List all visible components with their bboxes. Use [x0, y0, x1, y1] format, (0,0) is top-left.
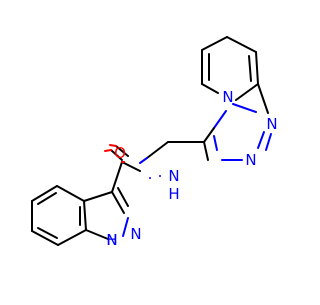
atom-label-indazole-n2: N [130, 225, 141, 243]
bond [248, 55, 252, 82]
bond [111, 161, 123, 193]
bond [56, 185, 85, 202]
atom-label-oxygen: O [114, 144, 126, 162]
bond [37, 227, 58, 239]
structure-svg: N N N O N H N N H [31, 36, 278, 249]
atom-label-n1: N [266, 115, 277, 133]
bond [257, 131, 265, 149]
atom-label-n4: N [222, 88, 233, 106]
atom-labels: N N N O N H N N H [106, 88, 277, 249]
bond [213, 135, 218, 151]
bond [203, 127, 215, 143]
bond [83, 200, 87, 231]
atom-label-indazole-h: H [106, 231, 117, 249]
molecule-diagram: N N N O N H N N H [31, 36, 278, 249]
bond [201, 36, 228, 51]
bond [146, 141, 169, 159]
bond [37, 192, 57, 205]
bond [235, 83, 259, 101]
linker-and-amide [104, 141, 205, 193]
bond [57, 229, 87, 246]
bond [265, 133, 272, 151]
bond [257, 83, 269, 114]
bond [255, 51, 259, 85]
bond [139, 157, 148, 164]
bond [232, 103, 257, 113]
pyrazole-ring [83, 187, 129, 240]
benzene-ring [31, 185, 87, 246]
bond [121, 161, 141, 172]
triazole-ring [203, 83, 272, 161]
atom-label-n2: N [245, 151, 256, 169]
atom-label-indazole-n1: N [106, 231, 117, 249]
bond [213, 110, 227, 129]
bond [110, 149, 123, 161]
bond [122, 217, 129, 237]
bond [111, 191, 125, 214]
bond [226, 36, 257, 53]
pyridine-ring [201, 36, 259, 101]
bond [31, 185, 58, 202]
bond [117, 187, 129, 207]
bond [201, 83, 219, 94]
bond [109, 144, 117, 147]
bond [203, 141, 209, 161]
bond [83, 191, 113, 202]
bond [104, 149, 112, 152]
bond [85, 229, 109, 240]
bond [115, 145, 129, 157]
atom-label-amide-n: N [168, 167, 179, 185]
atom-label-amide-h: H [168, 185, 179, 203]
bond [31, 230, 59, 246]
